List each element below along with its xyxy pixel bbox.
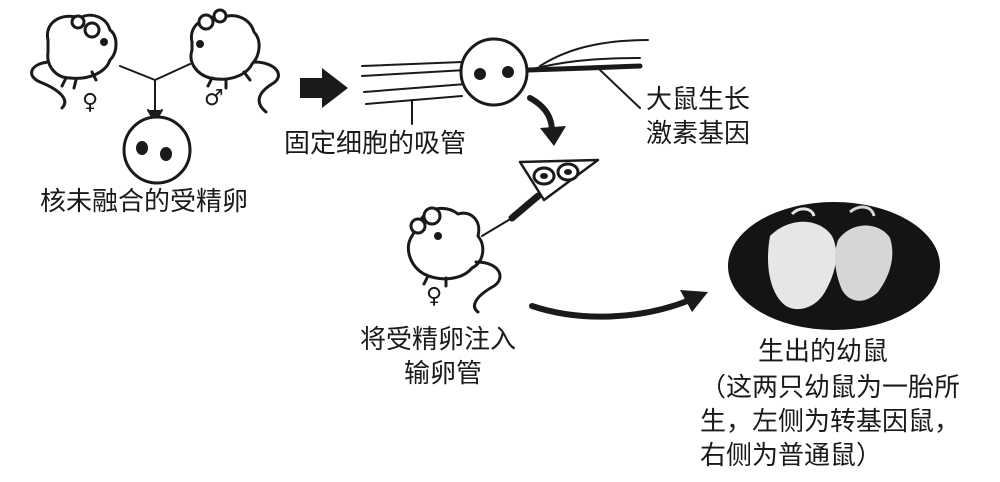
injection-needle — [525, 39, 649, 109]
label-offspring-title: 生出的幼鼠 — [758, 337, 889, 367]
label-note-line3: 右侧为普通鼠） — [700, 441, 883, 471]
recipient-female-mouse — [407, 206, 502, 314]
male-mouse-right — [189, 8, 280, 114]
label-unfused-egg: 核未融合的受精卵 — [40, 187, 249, 217]
label-inject-line2: 输卵管 — [404, 359, 483, 389]
egg-injection-needle — [481, 158, 600, 237]
label-gene-line2: 激素基因 — [646, 119, 751, 149]
female-mouse-left — [30, 13, 118, 110]
label-note-line1: （这两只幼鼠为一胎所 — [700, 373, 961, 403]
holding-pipette — [361, 61, 467, 125]
unfused-egg-cell — [122, 115, 192, 185]
female-symbol-left: ♀ — [82, 90, 99, 115]
big-right-arrow — [300, 68, 348, 108]
male-symbol: ♂ — [204, 86, 224, 111]
label-inject-line1: 将受精卵注入 — [360, 325, 517, 355]
mating-connector — [119, 63, 191, 123]
female-symbol-lower: ♀ — [426, 284, 443, 309]
down-arrow — [527, 95, 566, 146]
birth-arrow — [529, 290, 708, 320]
offspring-photo — [728, 202, 940, 330]
label-gene-line1: 大鼠生长 — [646, 85, 751, 115]
label-holding-pipette: 固定细胞的吸管 — [284, 129, 467, 159]
label-note-line2: 生，左侧为转基因鼠， — [700, 407, 961, 437]
held-egg-cell — [459, 37, 529, 107]
